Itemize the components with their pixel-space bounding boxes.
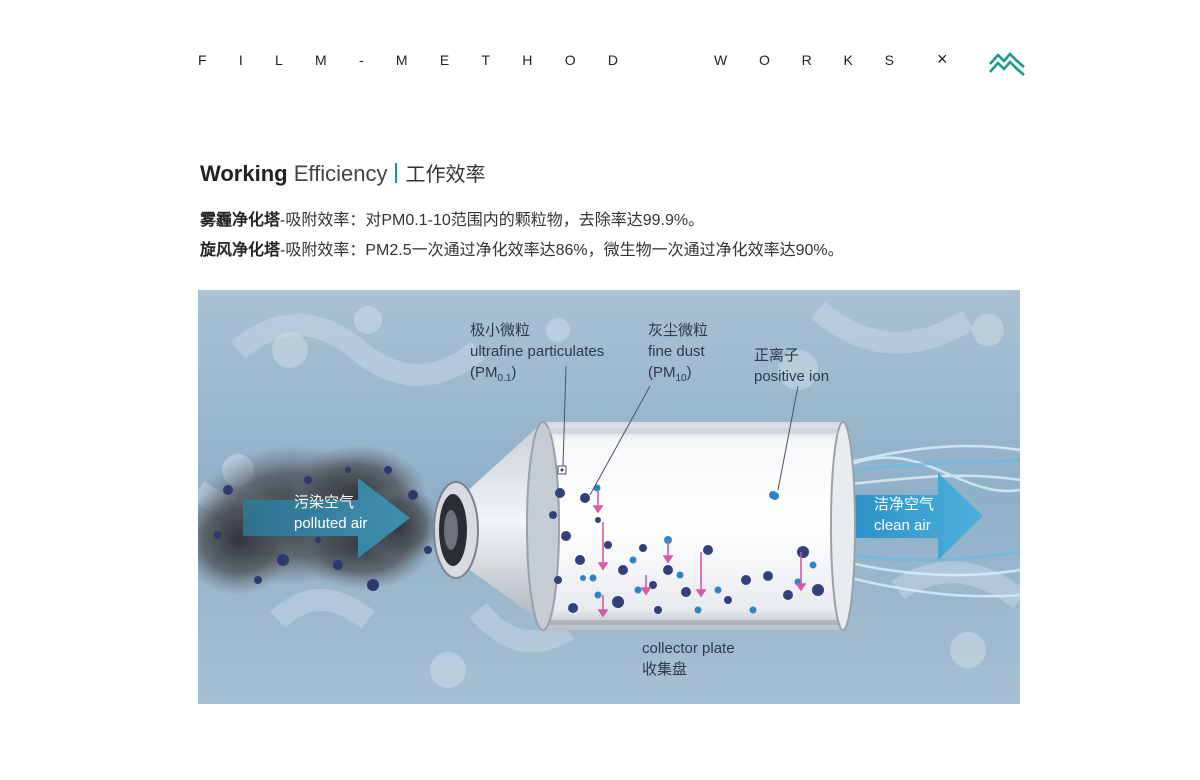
close-icon[interactable]: × — [937, 49, 948, 69]
positive-ion-cn: 正离子 — [754, 347, 800, 364]
brand-letter: D — [607, 52, 618, 68]
polluted-air-label: 污染空气 polluted air — [294, 492, 367, 534]
brand-letter: I — [238, 52, 243, 68]
polluted-air-cn: 污染空气 — [294, 494, 355, 511]
heading-bold: Working — [200, 161, 288, 186]
brand-letter: M — [395, 52, 408, 68]
works-letter: K — [843, 52, 853, 68]
brand-letter: M — [315, 52, 327, 68]
positive-ion-label: 正离子 positive ion — [754, 345, 829, 387]
clean-air-en: clean air — [874, 517, 931, 534]
heading-light: Efficiency — [293, 161, 388, 186]
ultrafine-label: 极小微粒 ultrafine particulates (PM0.1) — [470, 320, 604, 389]
line-bold: 旋风净化塔 — [200, 242, 281, 259]
efficiency-line-haze-tower: 雾霾净化塔-吸附效率：对PM0.1-10范围内的颗粒物，去除率达99.9%。 — [200, 206, 704, 230]
positive-ion-en: positive ion — [754, 368, 830, 385]
clean-air-cn: 洁净空气 — [874, 496, 935, 513]
mountain-logo-icon[interactable] — [988, 50, 1026, 76]
clean-air-label: 洁净空气 clean air — [874, 494, 934, 536]
header: F I L M - M E T H O D W O R K S × — [0, 49, 1200, 76]
line-bold: 雾霾净化塔 — [200, 212, 281, 229]
ultrafine-en: ultrafine particulates — [470, 343, 605, 360]
fine-dust-en: fine dust — [648, 343, 705, 360]
line-text: -吸附效率：PM2.5一次通过净化效率达86%，微生物一次通过净化效率达90%。 — [280, 242, 844, 259]
fine-dust-pm: (PM10) — [648, 364, 692, 384]
diagram-illustration — [198, 290, 1020, 704]
collector-plate-label: collector plate 收集盘 — [642, 638, 735, 680]
brand-letter: L — [274, 52, 283, 68]
collector-plate-cn: 收集盘 — [642, 661, 688, 678]
polluted-air-en: polluted air — [294, 515, 368, 532]
brand-letter: F — [198, 52, 207, 68]
works-letter: R — [801, 52, 812, 68]
heading-divider — [395, 163, 398, 183]
efficiency-line-cyclone-tower: 旋风净化塔-吸附效率：PM2.5一次通过净化效率达86%，微生物一次通过净化效率… — [200, 236, 844, 260]
collector-plate-en: collector plate — [642, 640, 735, 657]
brand-letter: E — [439, 52, 450, 68]
brand-letter: H — [522, 52, 533, 68]
works-letter: W — [714, 52, 728, 68]
fine-dust-cn: 灰尘微粒 — [648, 322, 709, 339]
ultrafine-cn: 极小微粒 — [470, 322, 531, 339]
line-text: -吸附效率：对PM0.1-10范围内的颗粒物，去除率达99.9%。 — [280, 212, 705, 229]
heading-cn: 工作效率 — [405, 164, 486, 186]
fine-dust-label: 灰尘微粒 fine dust (PM10) — [648, 320, 708, 389]
works-letter: O — [758, 52, 770, 68]
section-heading: Working Efficiency 工作效率 — [200, 158, 485, 187]
purification-diagram: 极小微粒 ultrafine particulates (PM0.1) 灰尘微粒… — [198, 290, 1020, 704]
ultrafine-pm: (PM0.1) — [470, 364, 517, 384]
brand-letter: T — [481, 52, 491, 68]
brand-letter: - — [358, 52, 364, 68]
brand-letter: O — [564, 52, 576, 68]
works-letter: S — [884, 52, 894, 68]
